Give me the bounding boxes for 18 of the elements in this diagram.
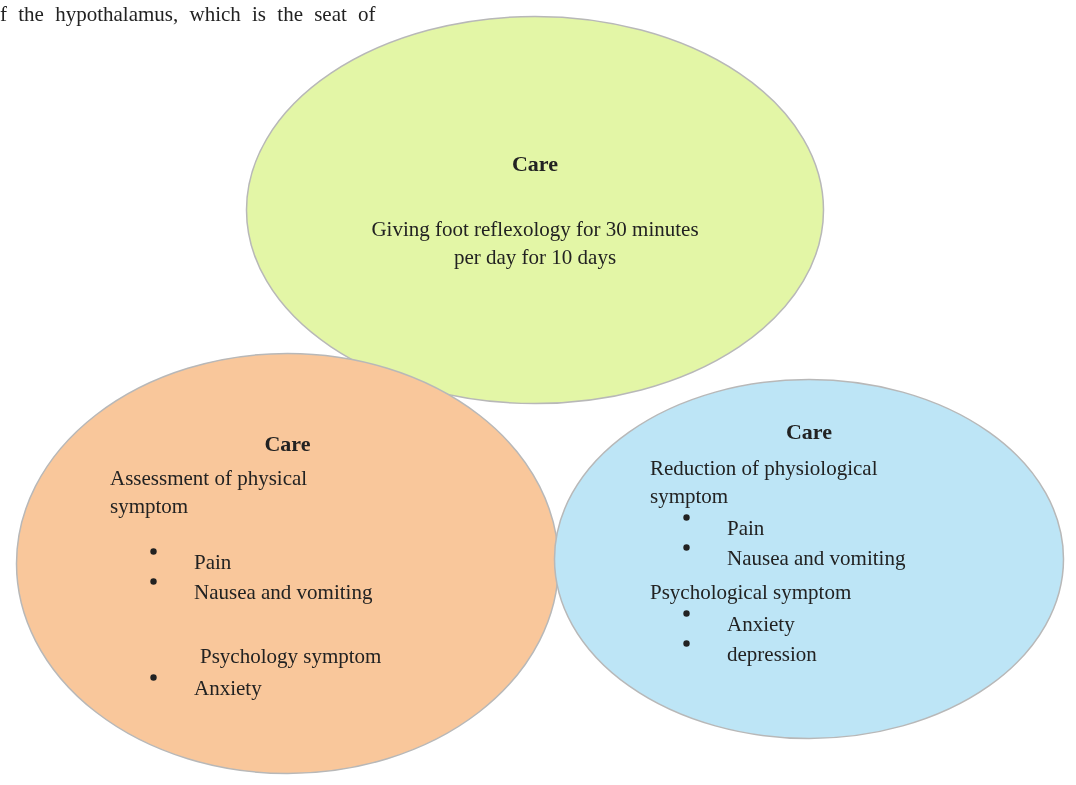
list-item: Pain — [727, 516, 765, 540]
ellipse — [15, 352, 560, 775]
heading: Care — [263, 430, 312, 458]
body-text: Giving foot reflexology for 30 minutes per day for 10 days — [370, 216, 700, 271]
page-text: f the hypothalamus, which is the seat of — [0, 1, 376, 28]
ellipse — [553, 378, 1065, 740]
list-item: Pain — [194, 550, 232, 574]
heading: Care — [785, 418, 833, 446]
heading: Care — [511, 150, 559, 178]
body-text: Psychological symptom — [650, 579, 853, 606]
body-text: Psychology symptom — [200, 643, 383, 670]
list-item: Anxiety — [727, 612, 795, 636]
body-text: Reduction of physiological symptom — [650, 455, 879, 510]
list-item: Nausea and vomiting — [727, 546, 906, 570]
list-item: depression — [727, 642, 817, 666]
body-text: Assessment of physical symptom — [110, 465, 309, 520]
list-item: Nausea and vomiting — [194, 580, 373, 604]
list-item: Anxiety — [194, 676, 262, 700]
